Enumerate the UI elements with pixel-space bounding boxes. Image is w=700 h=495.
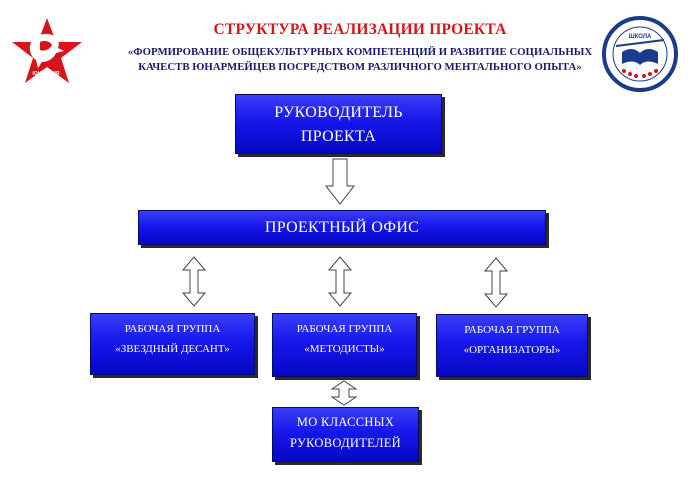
project-leader-line-1: РУКОВОДИТЕЛЬ xyxy=(274,104,403,121)
subtitle-line-2: КАЧЕСТВ ЮНАРМЕЙЦЕВ ПОСРЕДСТВОМ РАЗЛИЧНОГ… xyxy=(138,61,582,73)
yunarmiya-logo-text: ЮНАРМИЯ xyxy=(33,71,60,77)
working-group-methodists-box: РАБОЧАЯ ГРУППА «МЕТОДИСТЫ» xyxy=(272,313,417,377)
class-teachers-association-box: МО КЛАССНЫХ РУКОВОДИТЕЛЕЙ xyxy=(272,407,419,462)
working-group-organizers-box: РАБОЧАЯ ГРУППА «ОРГАНИЗАТОРЫ» xyxy=(436,314,588,377)
double-arrow-icon xyxy=(483,257,509,308)
group1-line-2: «ЗВЕЗДНЫЙ ДЕСАНТ» xyxy=(115,343,230,355)
double-arrow-icon xyxy=(327,256,353,307)
mo-line-1: МО КЛАССНЫХ xyxy=(296,415,395,429)
project-leader-line-2: ПРОЕКТА xyxy=(300,128,377,145)
group1-line-1: РАБОЧАЯ ГРУППА xyxy=(124,323,221,335)
school-emblem-icon: ШКОЛА xyxy=(602,16,678,92)
school-logo: ШКОЛА xyxy=(600,16,680,97)
page-subtitle: «ФОРМИРОВАНИЕ ОБЩЕКУЛЬТУРНЫХ КОМПЕТЕНЦИЙ… xyxy=(70,45,650,75)
down-arrow-icon xyxy=(324,158,356,205)
page-title: СТРУКТУРА РЕАЛИЗАЦИИ ПРОЕКТА xyxy=(213,21,507,38)
double-arrow-icon xyxy=(330,380,358,406)
double-arrow-icon xyxy=(181,256,207,307)
project-office-label: ПРОЕКТНЫЙ ОФИС xyxy=(264,219,420,236)
yunarmiya-star-logo-icon: ЮНАРМИЯ xyxy=(12,18,82,83)
group3-line-2: «ОРГАНИЗАТОРЫ» xyxy=(463,344,561,356)
subtitle-line-1: «ФОРМИРОВАНИЕ ОБЩЕКУЛЬТУРНЫХ КОМПЕТЕНЦИЙ… xyxy=(127,46,593,58)
school-logo-top-text: ШКОЛА xyxy=(629,34,652,40)
project-leader-box: РУКОВОДИТЕЛЬ ПРОЕКТА xyxy=(235,94,442,154)
mo-line-2: РУКОВОДИТЕЛЕЙ xyxy=(290,436,401,450)
group3-line-1: РАБОЧАЯ ГРУППА xyxy=(464,324,560,336)
group2-line-1: РАБОЧАЯ ГРУППА xyxy=(296,323,393,335)
yunarmiya-logo: ЮНАРМИЯ xyxy=(10,16,85,91)
group2-line-2: «МЕТОДИСТЫ» xyxy=(304,343,385,355)
project-office-box: ПРОЕКТНЫЙ ОФИС xyxy=(138,210,546,245)
working-group-star-landing-box: РАБОЧАЯ ГРУППА «ЗВЕЗДНЫЙ ДЕСАНТ» xyxy=(90,313,255,375)
